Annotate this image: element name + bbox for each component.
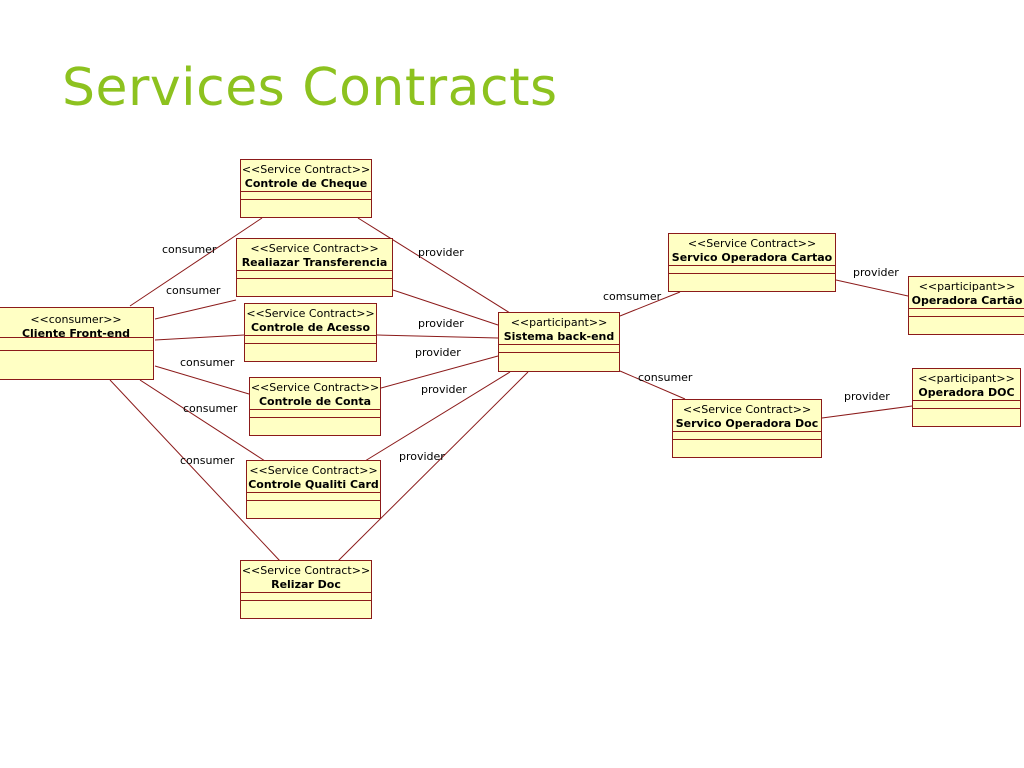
edge-label-comsumer: comsumer (603, 290, 662, 303)
edge-label-consumer: consumer (638, 371, 693, 384)
link-sistema-cartao (619, 291, 681, 317)
participant-operadora-cartao: <<participant>>Operadora Cartão (908, 276, 1024, 335)
link-servdoc-opdoc (821, 405, 913, 419)
node-name: Controle de Acesso (250, 321, 371, 334)
edge-label-consumer: consumer (162, 243, 217, 256)
node-name: Operadora DOC (918, 386, 1015, 399)
node-stereotype: <<participant>> (918, 372, 1015, 385)
service-contract-servico-operadora-cartao: <<Service Contract>>Servico Operadora Ca… (668, 233, 836, 292)
link-doc-sistema (337, 371, 529, 562)
edge-label-provider: provider (418, 317, 464, 330)
link-cliente-acesso (154, 334, 245, 341)
edge-label-provider: provider (853, 266, 899, 279)
edge-label-provider: provider (421, 383, 467, 396)
node-stereotype: <<Service Contract>> (246, 307, 375, 320)
node-name: Servico Operadora Cartao (671, 251, 833, 264)
edge-label-provider: provider (844, 390, 890, 403)
node-name: Servico Operadora Doc (675, 417, 819, 430)
link-acesso-sistema (376, 334, 499, 339)
node-stereotype: <<Service Contract>> (250, 242, 379, 255)
edge-label-provider: provider (415, 346, 461, 359)
service-contract-controle-de-acesso: <<Service Contract>>Controle de Acesso (244, 303, 377, 362)
node-name: Cliente Front-end (21, 327, 131, 338)
link-cliente-transferencia (154, 299, 237, 320)
participant-operadora-doc: <<participant>>Operadora DOC (912, 368, 1021, 427)
participant-sistema-back-end: <<participant>>Sistema back-end (498, 312, 620, 372)
node-name: Relizar Doc (271, 578, 341, 591)
node-stereotype: <<Service Contract>> (241, 163, 371, 176)
link-transferencia-sistema (392, 289, 499, 326)
node-stereotype: <<Service Contract>> (687, 237, 817, 250)
node-stereotype: <<Service Contract>> (241, 564, 371, 577)
service-contract-controle-de-conta: <<Service Contract>>Controle de Conta (249, 377, 381, 436)
link-qualiti-sistema (364, 371, 511, 462)
link-cliente-cheque (129, 217, 263, 307)
node-stereotype: <<participant>> (510, 316, 608, 329)
edge-label-provider: provider (399, 450, 445, 463)
service-contract-relizar-doc: <<Service Contract>>Relizar Doc (240, 560, 372, 619)
link-cheque-sistema (357, 217, 511, 314)
node-name: Controle Qualiti Card (248, 478, 379, 491)
link-cliente-qualiti (139, 379, 266, 462)
node-name: Realiazar Transferencia (241, 256, 388, 269)
edge-label-consumer: consumer (180, 454, 235, 467)
node-stereotype: <<participant>> (918, 280, 1016, 293)
node-name: Sistema back-end (503, 330, 615, 343)
node-stereotype: <<consumer>> (30, 313, 122, 326)
node-name: Operadora Cartão (911, 294, 1023, 307)
service-contract-servico-operadora-doc: <<Service Contract>>Servico Operadora Do… (672, 399, 822, 458)
link-sistema-servdoc (619, 370, 686, 400)
node-stereotype: <<Service Contract>> (682, 403, 812, 416)
service-contract-realiazar-transferencia: <<Service Contract>>Realiazar Transferen… (236, 238, 393, 297)
link-cartao-opcartao (835, 279, 909, 297)
link-cliente-doc (109, 379, 281, 562)
link-cliente-conta (154, 365, 250, 395)
link-conta-sistema (380, 355, 499, 389)
edge-label-consumer: consumer (180, 356, 235, 369)
node-name: Controle de Cheque (244, 177, 368, 190)
service-contract-controle-qualiti-card: <<Service Contract>>Controle Qualiti Car… (246, 460, 381, 519)
consumer-cliente-front-end: <<consumer>>Cliente Front-end (0, 307, 154, 380)
edge-label-provider: provider (418, 246, 464, 259)
page-title: Services Contracts (62, 58, 558, 118)
edge-label-consumer: consumer (183, 402, 238, 415)
node-stereotype: <<Service Contract>> (250, 381, 380, 394)
node-name: Controle de Conta (258, 395, 372, 408)
service-contract-controle-de-cheque: <<Service Contract>>Controle de Cheque (240, 159, 372, 218)
node-stereotype: <<Service Contract>> (249, 464, 378, 477)
edge-label-consumer: consumer (166, 284, 221, 297)
